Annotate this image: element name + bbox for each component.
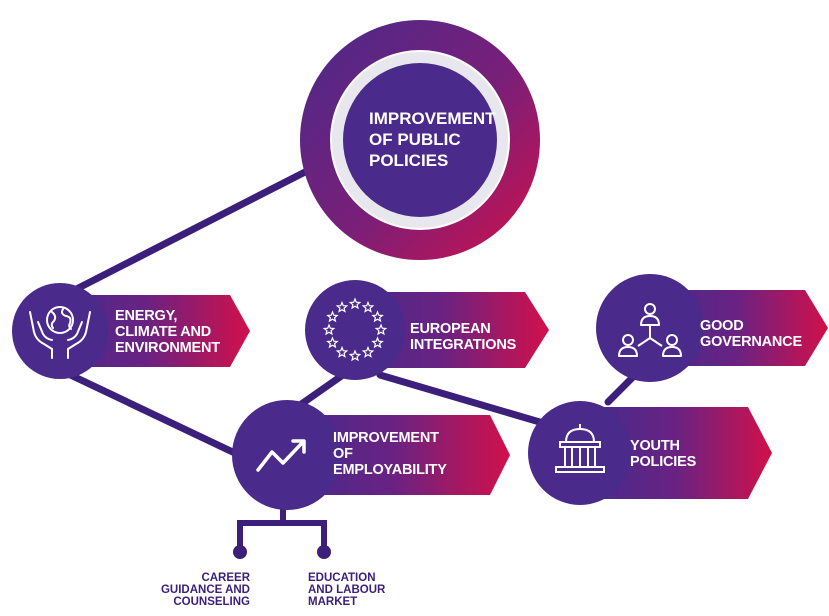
node-circle-employability	[232, 400, 342, 510]
connector-energy-employability	[56, 366, 264, 469]
eu-star	[348, 297, 362, 310]
subtopic-education-label: EDUCATION AND LABOUR MARKET	[308, 572, 386, 608]
tab-energy	[62, 295, 250, 367]
node-circle-energy	[12, 283, 108, 379]
people-network-icon	[618, 303, 682, 357]
tab-governance	[662, 290, 828, 366]
eu-stars-icon	[322, 297, 388, 362]
subtopic-career-label: CAREER GUIDANCE AND COUNSELING	[160, 572, 250, 608]
eu-star	[374, 323, 388, 336]
tab-european	[355, 292, 549, 368]
eu-star	[371, 310, 384, 323]
center-node	[300, 20, 540, 260]
eu-star	[335, 300, 349, 313]
node-circle-european	[305, 280, 405, 380]
eu-star	[361, 300, 375, 313]
energy-label: ENERGY, CLIMATE AND ENVIRONMENT	[115, 308, 220, 356]
eu-star	[326, 336, 339, 349]
employability-label: IMPROVEMENT OF EMPLOYABILITY	[333, 430, 447, 478]
eu-star	[326, 310, 339, 323]
tab-youth	[600, 407, 772, 499]
subtopic-bracket	[237, 505, 327, 552]
eu-star	[371, 336, 384, 349]
tab-employability	[300, 415, 510, 495]
eu-star	[322, 323, 336, 336]
european-label: EUROPEAN INTEGRATIONS	[410, 321, 517, 353]
center-node-label: IMPROVEMENT OF PUBLIC POLICIES	[369, 109, 496, 170]
subtopic-dot-career	[233, 545, 247, 559]
trend-up-icon	[256, 439, 306, 472]
connector-center-energy	[51, 168, 309, 304]
connector-european-youth	[376, 371, 564, 432]
subtopic-dot-education	[317, 545, 331, 559]
eu-star	[361, 345, 375, 358]
eu-star	[335, 345, 349, 358]
youth-label: YOUTH POLICIES	[630, 438, 697, 470]
governance-label: GOOD GOVERNANCE	[700, 318, 802, 350]
capitol-building-icon	[555, 424, 605, 473]
globe-hands-icon	[29, 306, 91, 359]
eu-star	[348, 349, 362, 362]
